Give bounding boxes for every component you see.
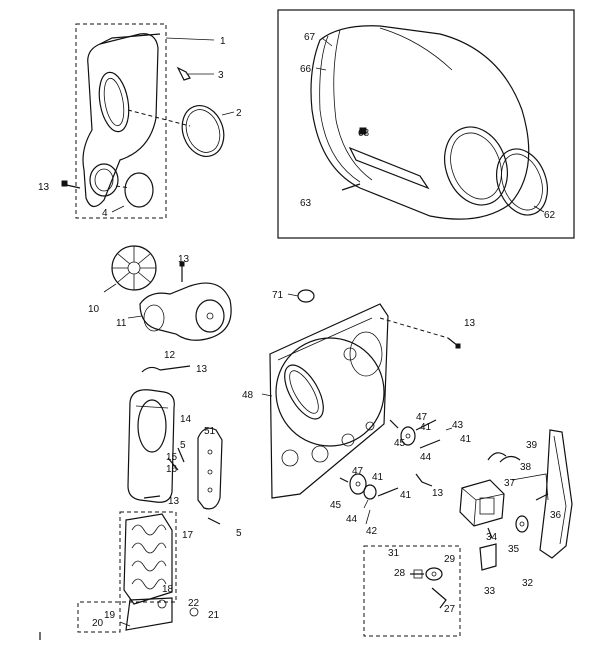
idler-group (339, 419, 453, 525)
label-13: 13 (178, 254, 190, 265)
label-17: 17 (182, 530, 194, 541)
label-36: 36 (550, 510, 562, 521)
label-45: 45 (330, 500, 342, 511)
label-13: 13 (196, 364, 208, 375)
label-4: 4 (102, 208, 108, 219)
label-51: 51 (204, 426, 216, 437)
label-68: 68 (358, 128, 370, 139)
label-13: 13 (432, 488, 444, 499)
label-13: 13 (38, 182, 50, 193)
label-18: 18 (162, 584, 174, 595)
label-13: 13 (464, 318, 476, 329)
label-67: 67 (304, 32, 316, 43)
label-32: 32 (522, 578, 534, 589)
heater-group (77, 511, 199, 633)
label-3: 3 (218, 70, 224, 81)
label-42: 42 (366, 526, 378, 537)
label-41: 41 (400, 490, 412, 501)
drum-group (277, 9, 575, 239)
label-66: 66 (300, 64, 312, 75)
blower-assembly (103, 245, 315, 341)
label-71: 71 (272, 290, 284, 301)
motor-group (459, 429, 573, 559)
label-19: 19 (104, 610, 116, 621)
label-38: 38 (520, 462, 532, 473)
label-14: 14 (180, 414, 192, 425)
label-28: 28 (394, 568, 406, 579)
label-12: 12 (164, 350, 176, 361)
label-27: 27 (444, 604, 456, 615)
part-labels: 1 3 2 13 4 67 66 68 63 62 10 13 71 11 13… (38, 32, 562, 629)
label-44: 44 (420, 452, 432, 463)
label-48: 48 (242, 390, 254, 401)
front-panel-group (61, 23, 235, 219)
duct-heater-group (127, 365, 223, 525)
label-37: 37 (504, 478, 516, 489)
label-10: 10 (88, 304, 100, 315)
rear-bulkhead (261, 303, 461, 499)
label-41: 41 (460, 434, 472, 445)
label-31: 31 (388, 548, 400, 559)
label-5: 5 (236, 528, 242, 539)
switch-group (363, 543, 497, 637)
label-47: 47 (416, 412, 428, 423)
label-43: 43 (452, 420, 464, 431)
label-2: 2 (236, 108, 242, 119)
label-20: 20 (92, 618, 104, 629)
label-34: 34 (486, 532, 498, 543)
label-21: 21 (208, 610, 220, 621)
label-41: 41 (420, 422, 432, 433)
label-11: 11 (116, 318, 127, 329)
label-35: 35 (508, 544, 520, 555)
label-41: 41 (372, 472, 384, 483)
label-62: 62 (544, 210, 556, 221)
label-45: 45 (394, 438, 406, 449)
label-33: 33 (484, 586, 496, 597)
label-47: 47 (352, 466, 364, 477)
label-13: 13 (168, 496, 180, 507)
label-44: 44 (346, 514, 358, 525)
label-5: 5 (180, 440, 186, 451)
label-22: 22 (188, 598, 200, 609)
label-16: 16 (166, 464, 178, 475)
label-1: 1 (220, 36, 226, 47)
label-63: 63 (300, 198, 312, 209)
label-29: 29 (444, 554, 456, 565)
label-15: 15 (166, 452, 178, 463)
label-39: 39 (526, 440, 538, 451)
